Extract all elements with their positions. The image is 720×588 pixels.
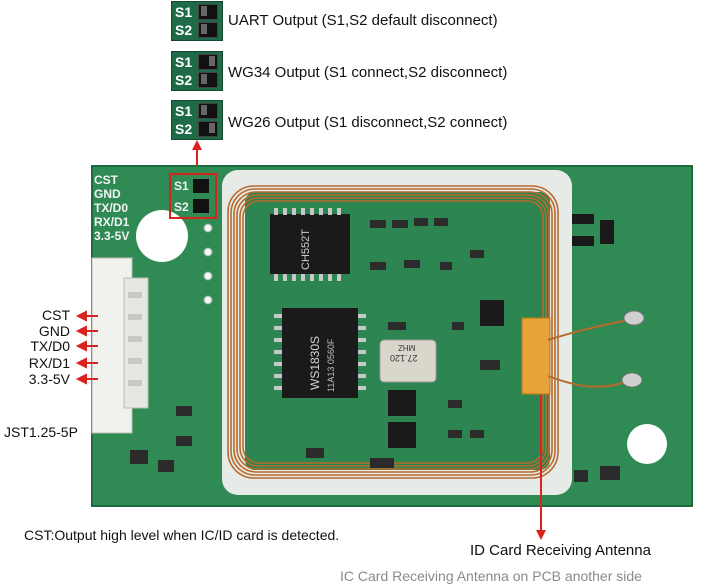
main-chip <box>282 308 358 398</box>
board-dip-s1 <box>193 179 209 193</box>
cst-note: CST:Output high level when IC/ID card is… <box>24 527 340 543</box>
silk-cst: CST <box>94 173 118 187</box>
connector-label: JST1.25-5P <box>4 424 78 440</box>
switch-badge: S1 S2 <box>171 51 223 91</box>
smd-parts <box>130 218 620 482</box>
silk-power: 3.3-5V <box>94 229 130 243</box>
switch-badge: S1 S2 <box>171 1 223 41</box>
silk-s2: S2 <box>174 200 189 214</box>
pin-label-power: 3.3-5V <box>28 371 70 387</box>
jst-pins <box>128 292 142 386</box>
top-chip-label: CH552T <box>300 229 312 270</box>
dip-switch-s2 <box>198 72 218 88</box>
pin-label-cst: CST <box>42 307 70 323</box>
antenna-lead <box>547 375 627 388</box>
mounting-hole <box>136 210 188 262</box>
pin-arrows <box>75 310 98 385</box>
top-chip <box>270 214 350 274</box>
ic-antenna-caption: IC Card Receiving Antenna on PCB another… <box>340 568 642 584</box>
crystal <box>379 339 437 383</box>
silk-gnd: GND <box>94 187 121 201</box>
wg34-output-text: WG34 Output (S1 connect,S2 disconnect) <box>228 64 508 81</box>
board-switch-highlight <box>169 173 217 219</box>
s1-label: S1 <box>175 54 193 70</box>
small-components <box>388 214 614 448</box>
main-chip-label: WS1830S <box>308 335 322 390</box>
crystal-freq: 27.120 <box>390 353 418 363</box>
pin-label-rx: RX/D1 <box>28 355 70 371</box>
silk-rx: RX/D1 <box>94 215 130 229</box>
board-dip-s2 <box>193 199 209 213</box>
pin-label-gnd: GND <box>38 323 70 339</box>
s2-label: S2 <box>175 72 193 88</box>
solder-joint <box>621 372 643 388</box>
silk-s1: S1 <box>174 179 189 193</box>
s1-label: S1 <box>175 103 193 119</box>
wg26-output-text: WG26 Output (S1 disconnect,S2 connect) <box>228 114 508 131</box>
switch-badge: S1 S2 <box>171 100 223 140</box>
antenna-connector <box>521 317 551 395</box>
mounting-hole <box>627 424 667 464</box>
jst-connector-body <box>123 277 149 409</box>
silk-tx: TX/D0 <box>94 201 129 215</box>
top-chip-pins <box>274 208 341 281</box>
s2-label: S2 <box>175 121 193 137</box>
dip-switch-s1 <box>198 4 218 20</box>
header-holes <box>203 223 213 305</box>
main-chip-pins <box>274 314 366 390</box>
dip-switch-s1 <box>198 103 218 119</box>
antenna-lead <box>547 319 629 341</box>
s2-label: S2 <box>175 22 193 38</box>
pin-label-tx: TX/D0 <box>30 338 70 354</box>
dip-switch-s2 <box>198 22 218 38</box>
solder-joint <box>623 310 645 326</box>
id-antenna-caption: ID Card Receiving Antenna <box>470 542 651 559</box>
crystal-unit: MHZ <box>398 343 416 352</box>
uart-output-text: UART Output (S1,S2 default disconnect) <box>228 12 498 29</box>
main-chip-code: 11A13 0560F <box>326 338 336 392</box>
dip-switch-s1 <box>198 54 218 70</box>
antenna-arrow-head <box>536 530 546 540</box>
s1-label: S1 <box>175 4 193 20</box>
switch-arrow-head <box>192 140 202 150</box>
dip-switch-s2 <box>198 121 218 137</box>
